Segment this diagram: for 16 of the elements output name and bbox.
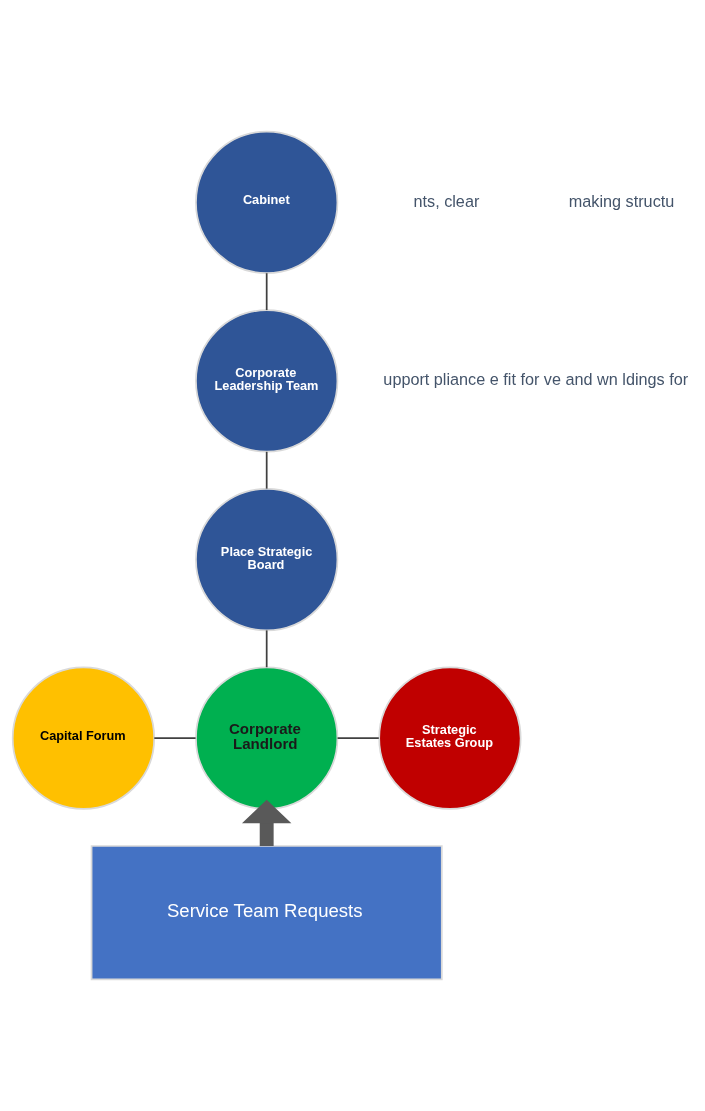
node-circle: Cabinet [195,130,339,274]
connector [265,450,268,490]
connector [265,272,268,311]
connector [336,737,380,739]
label: upport pliance e fit for ve and wn ldings for [383,370,689,389]
label: nts, clear [413,191,480,210]
arrow [242,799,292,846]
node-circle: Strategic Estates Group [378,666,522,810]
connector [265,629,268,669]
node-circle: Capital Forum [11,666,156,810]
node-box: Service Team Requests [90,845,443,981]
node-circle: Corporate Landlord [195,666,339,810]
node-circle: Place Strategic Board [195,487,339,632]
node-circle: Corporate Leadership Team [195,309,339,453]
label: making structu [568,191,675,210]
connector [153,737,197,739]
